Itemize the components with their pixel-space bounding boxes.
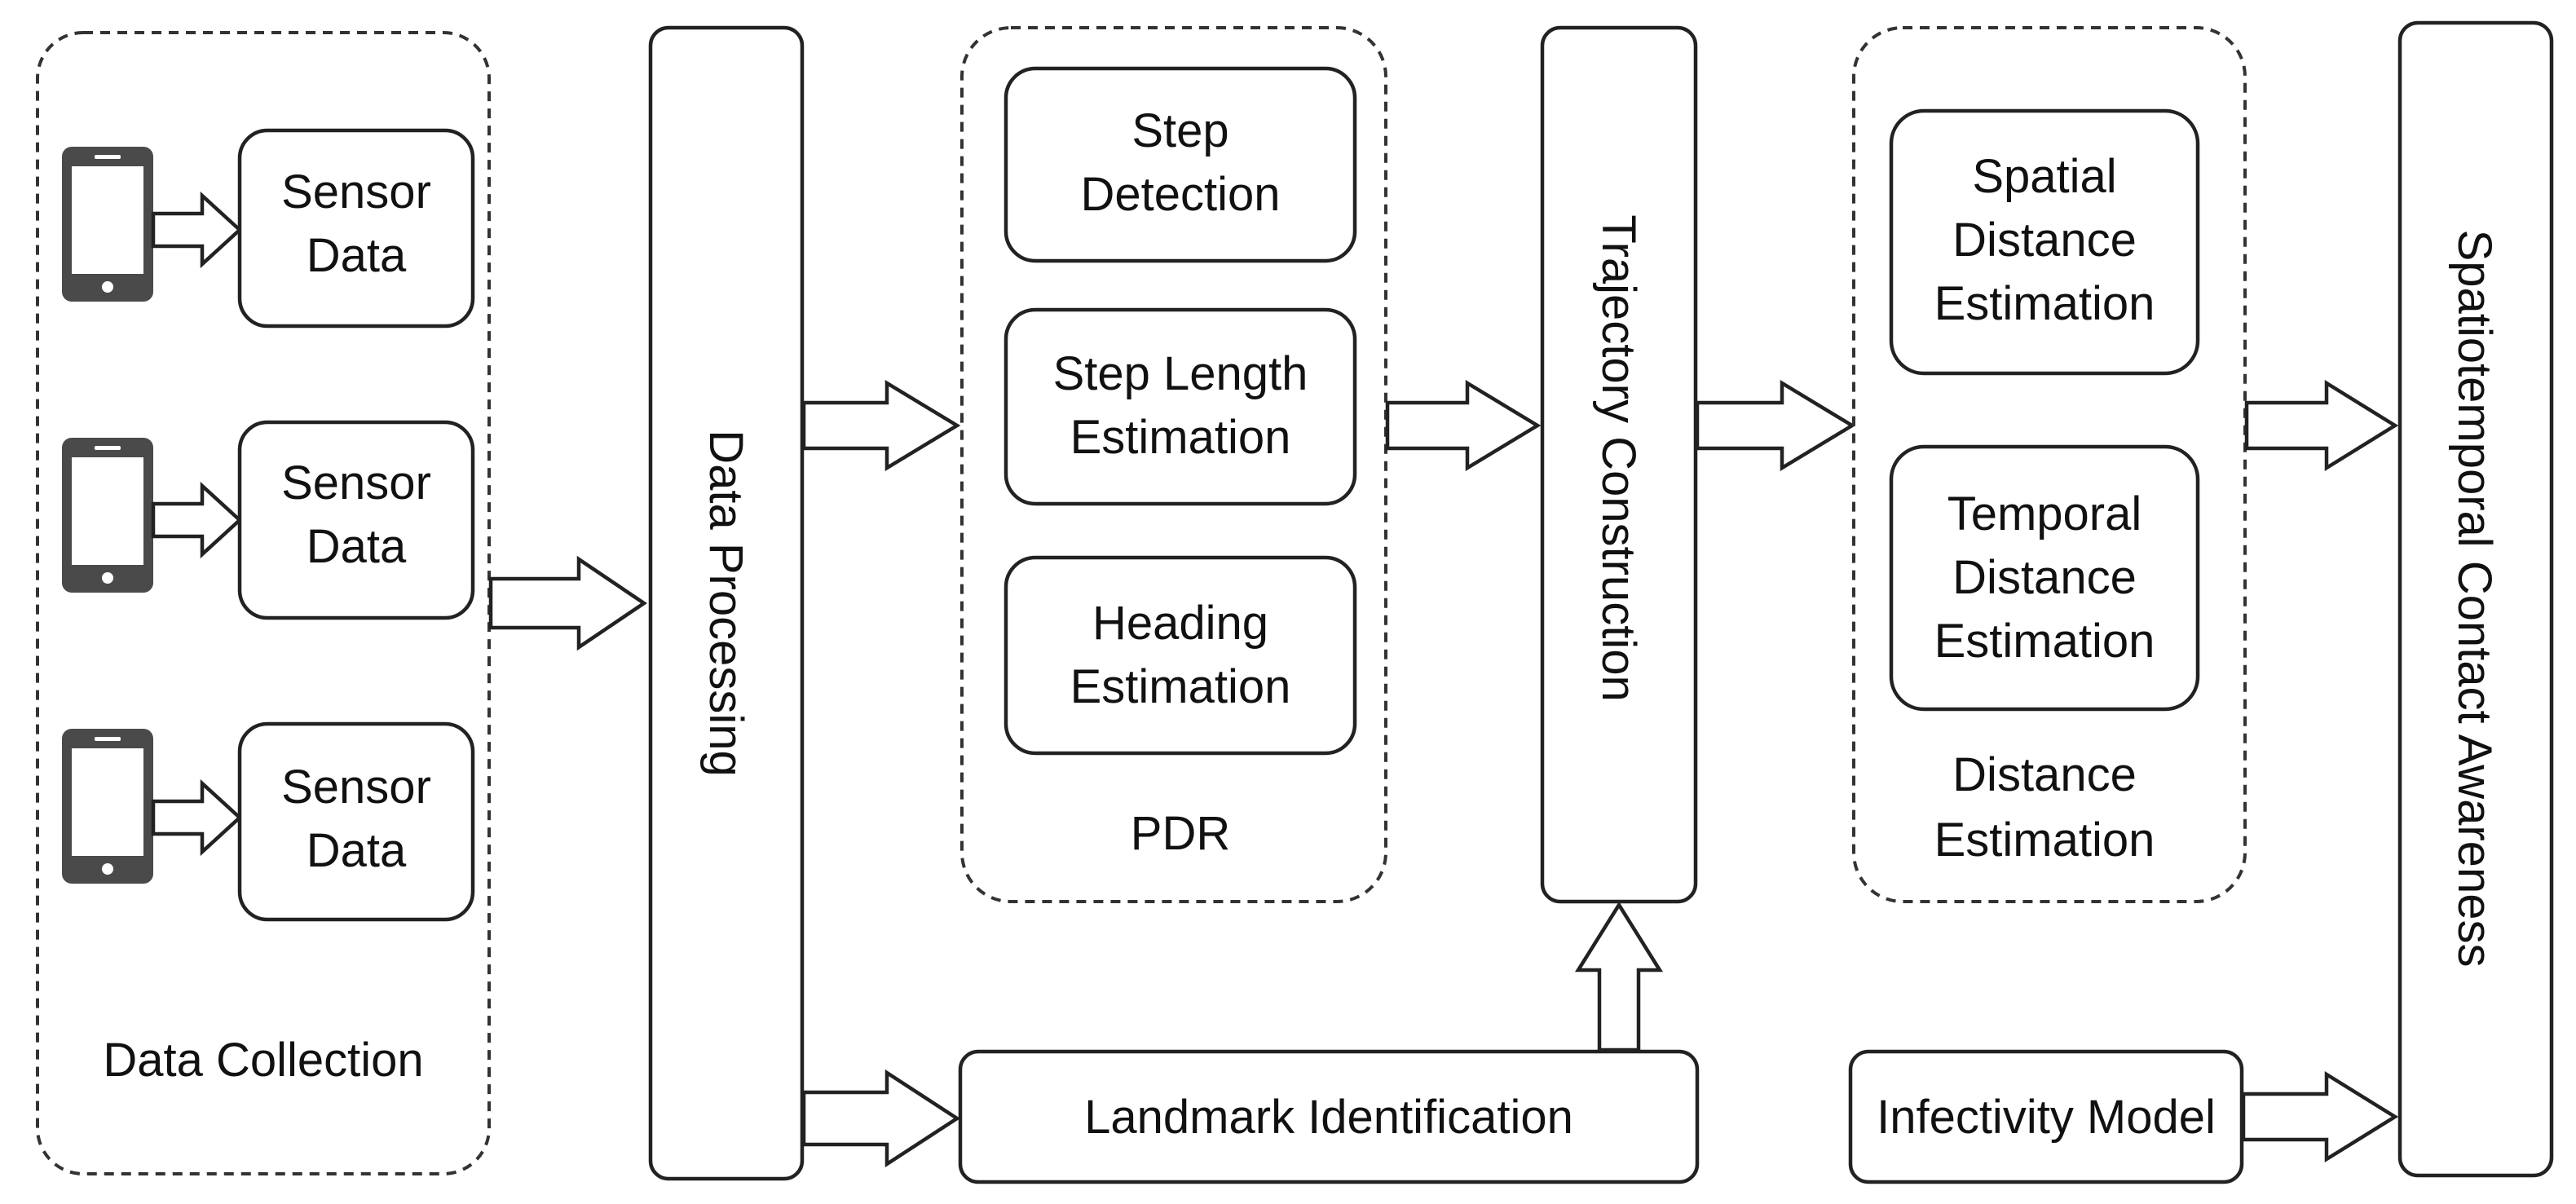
spatiotemporal-contact-awareness-box (2397, 20, 2554, 1178)
smartphone-icon (62, 438, 153, 593)
data-processing-label: Data Processing (699, 430, 752, 777)
trajectory-construction-label: Trajectory Construction (1592, 214, 1645, 701)
landmark-identification-label: Landmark Identification (1084, 1091, 1573, 1144)
pdr-group (960, 26, 1387, 903)
landmark-to-trajectory-arrow (1574, 901, 1664, 1052)
distance-estimation-group (1852, 26, 2247, 903)
sensor-data-box (237, 420, 475, 620)
sensor-data-box (237, 128, 475, 329)
spatiotemporal-contact-awareness-label: Spatiotemporal Contact Awareness (2448, 230, 2501, 968)
sensor-data-box (237, 721, 475, 922)
collection-to-processing-arrow (488, 555, 648, 651)
infectivity-to-awareness-arrow (2241, 1070, 2399, 1163)
pdr-label: PDR (1131, 807, 1230, 860)
step-detection-box (1003, 66, 1357, 263)
pdr-to-trajectory-arrow (1385, 380, 1542, 471)
phone-to-sensor-arrow (151, 778, 243, 857)
step-length-estimation-box (1003, 307, 1357, 506)
data-collection-group (36, 31, 491, 1175)
processing-to-pdr-arrow (801, 380, 961, 471)
processing-to-landmark-arrow (801, 1069, 961, 1168)
spatial-distance-box (1889, 108, 2200, 376)
data-processing-box (648, 25, 805, 1181)
temporal-distance-box (1889, 444, 2200, 712)
infectivity-model-label: Infectivity Model (1877, 1091, 2216, 1144)
heading-estimation-box (1003, 555, 1357, 756)
smartphone-icon (62, 147, 153, 302)
distance-to-awareness-arrow (2244, 379, 2399, 472)
phone-to-sensor-arrow (151, 191, 243, 269)
trajectory-to-distance-arrow (1695, 380, 1856, 471)
phone-to-sensor-arrow (151, 481, 243, 559)
smartphone-icon (62, 729, 153, 884)
landmark-identification-box (958, 1049, 1700, 1184)
data-collection-label: Data Collection (103, 1034, 423, 1087)
